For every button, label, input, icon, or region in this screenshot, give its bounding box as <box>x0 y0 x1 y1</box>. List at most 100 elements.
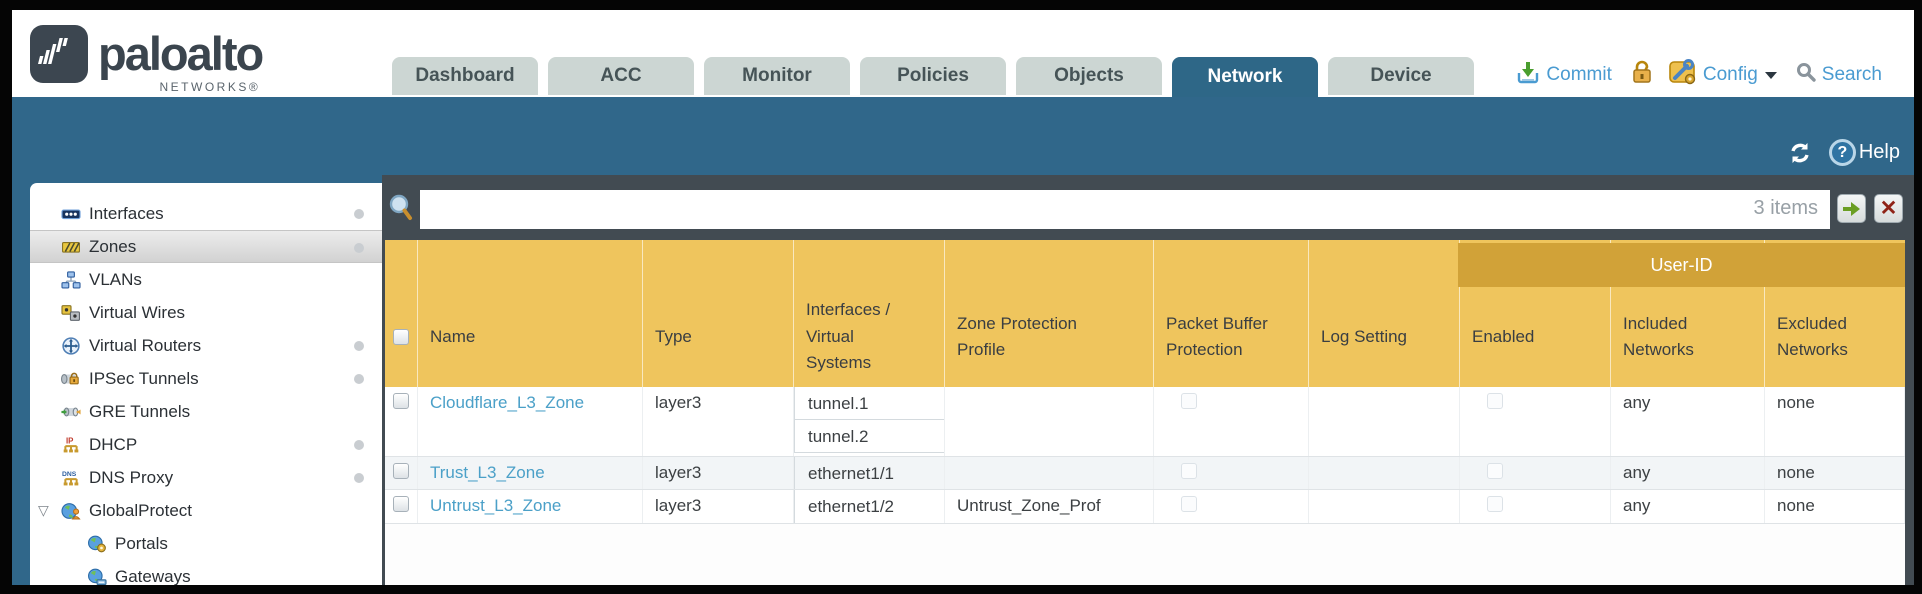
table-row: Untrust_L3_Zone layer3 ethernet1/2 Untru… <box>385 490 1905 524</box>
filter-input[interactable] <box>420 190 1830 229</box>
lock-icon[interactable] <box>1630 59 1654 91</box>
help-icon: ? <box>1828 139 1856 166</box>
tab-dashboard[interactable]: Dashboard <box>392 57 538 95</box>
globalprotect-icon <box>60 502 82 520</box>
refresh-icon[interactable] <box>1788 141 1812 165</box>
ipsec-tunnels-icon <box>60 370 82 388</box>
search-button[interactable]: Search <box>1821 64 1882 85</box>
column-header-enabled[interactable]: Enabled <box>1460 240 1611 387</box>
sidebar-item-dns-proxy[interactable]: DNS DNS Proxy <box>30 461 382 494</box>
apply-filter-button[interactable] <box>1837 194 1866 223</box>
expander-triangle-icon[interactable]: ▽ <box>38 502 49 518</box>
interface-entry: ethernet1/1 <box>794 457 944 489</box>
status-dot <box>354 374 364 384</box>
help-label: Help <box>1858 141 1900 163</box>
packet-buffer-protection-cell <box>1154 457 1309 489</box>
dns-proxy-icon: DNS <box>60 469 82 487</box>
clear-filter-button[interactable]: ✕ <box>1874 194 1903 223</box>
search-icon <box>1795 61 1817 89</box>
user-id-enabled-checkbox[interactable] <box>1487 393 1503 409</box>
sidebar-item-label: Portals <box>115 533 168 553</box>
packet-buffer-protection-cell <box>1154 490 1309 523</box>
chevron-down-icon[interactable] <box>1764 71 1777 79</box>
zone-protection-profile-cell <box>945 387 1154 456</box>
user-id-enabled-checkbox[interactable] <box>1487 463 1503 479</box>
sidebar-item-virtual-wires[interactable]: Virtual Wires <box>30 296 382 329</box>
row-checkbox[interactable] <box>393 393 409 409</box>
dhcp-icon: IP <box>60 436 82 454</box>
sidebar-item-zones[interactable]: Zones <box>30 230 382 263</box>
tab-network[interactable]: Network <box>1172 57 1318 97</box>
packet-buffer-checkbox[interactable] <box>1181 393 1197 409</box>
commit-button[interactable]: Commit <box>1546 64 1612 85</box>
zone-name-link[interactable]: Untrust_L3_Zone <box>430 496 562 515</box>
filter-search-icon <box>387 193 415 223</box>
user-id-enabled-cell <box>1460 490 1611 523</box>
column-header-name[interactable]: Name <box>418 240 643 387</box>
status-dot <box>354 473 364 483</box>
svg-text:IP: IP <box>66 436 73 445</box>
excluded-networks-cell: none <box>1765 457 1905 489</box>
status-dot <box>354 341 364 351</box>
packet-buffer-protection-cell <box>1154 387 1309 456</box>
tab-device[interactable]: Device <box>1328 57 1474 95</box>
select-all-column-header[interactable] <box>385 240 418 387</box>
tab-objects[interactable]: Objects <box>1016 57 1162 95</box>
excluded-networks-cell: none <box>1765 490 1905 523</box>
config-button[interactable]: Config <box>1702 64 1758 85</box>
sidebar-item-interfaces[interactable]: Interfaces <box>30 197 382 230</box>
page-banner: ? Help <box>12 97 1914 175</box>
log-setting-cell <box>1309 490 1460 523</box>
included-networks-cell: any <box>1611 490 1765 523</box>
sidebar-item-vlans[interactable]: VLANs <box>30 263 382 296</box>
sidebar-item-label: GRE Tunnels <box>89 401 191 421</box>
sidebar-item-portals[interactable]: Portals <box>30 527 382 560</box>
column-header-interfaces[interactable]: Interfaces / Virtual Systems <box>794 240 945 387</box>
brand-subtitle: NETWORKS® <box>159 80 261 94</box>
zone-name-link[interactable]: Trust_L3_Zone <box>430 463 545 482</box>
zone-type-cell: layer3 <box>643 387 794 456</box>
row-checkbox[interactable] <box>393 496 409 512</box>
user-id-enabled-cell <box>1460 457 1611 489</box>
column-header-included-networks[interactable]: Included Networks <box>1611 240 1765 387</box>
config-icon <box>1668 58 1698 92</box>
sidebar-item-gateways[interactable]: Gateways <box>30 560 382 585</box>
column-header-log-setting[interactable]: Log Setting <box>1309 240 1460 387</box>
sidebar-item-label: DNS Proxy <box>89 467 174 487</box>
help-button[interactable]: ? Help <box>1828 139 1900 166</box>
column-header-packet-buffer-protection[interactable]: Packet Buffer Protection <box>1154 240 1309 387</box>
packet-buffer-checkbox[interactable] <box>1181 496 1197 512</box>
column-header-excluded-networks[interactable]: Excluded Networks <box>1777 313 1848 359</box>
portals-icon <box>86 535 108 553</box>
gateways-icon <box>86 568 108 586</box>
column-header-zone-protection-profile[interactable]: Zone Protection Profile <box>945 240 1154 387</box>
interface-entry: tunnel.2 <box>794 420 944 453</box>
items-count: 3 items <box>1753 197 1818 219</box>
sidebar-item-virtual-routers[interactable]: Virtual Routers <box>30 329 382 362</box>
interface-entry: ethernet1/2 <box>794 490 944 523</box>
sidebar-item-ipsec-tunnels[interactable]: IPSec Tunnels <box>30 362 382 395</box>
interface-entry: tunnel.1 <box>794 387 944 420</box>
filter-field: 3 items <box>420 190 1830 229</box>
excluded-networks-cell: none <box>1765 387 1905 456</box>
tab-acc[interactable]: ACC <box>548 57 694 95</box>
select-all-checkbox[interactable] <box>393 329 409 345</box>
sidebar-item-gre-tunnels[interactable]: GRE Tunnels <box>30 395 382 428</box>
sidebar-item-globalprotect[interactable]: ▽GlobalProtect <box>30 494 382 527</box>
row-checkbox[interactable] <box>393 463 409 479</box>
column-header-type[interactable]: Type <box>643 240 794 387</box>
tab-monitor[interactable]: Monitor <box>704 57 850 95</box>
sidebar-item-label: IPSec Tunnels <box>89 368 199 388</box>
zone-type-cell: layer3 <box>643 490 794 523</box>
tab-policies[interactable]: Policies <box>860 57 1006 95</box>
status-dot <box>354 209 364 219</box>
user-id-enabled-checkbox[interactable] <box>1487 496 1503 512</box>
table-row: Trust_L3_Zone layer3 ethernet1/1 any non… <box>385 457 1905 490</box>
packet-buffer-checkbox[interactable] <box>1181 463 1197 479</box>
zone-name-link[interactable]: Cloudflare_L3_Zone <box>430 393 585 412</box>
sidebar-item-label: Gateways <box>115 566 191 586</box>
